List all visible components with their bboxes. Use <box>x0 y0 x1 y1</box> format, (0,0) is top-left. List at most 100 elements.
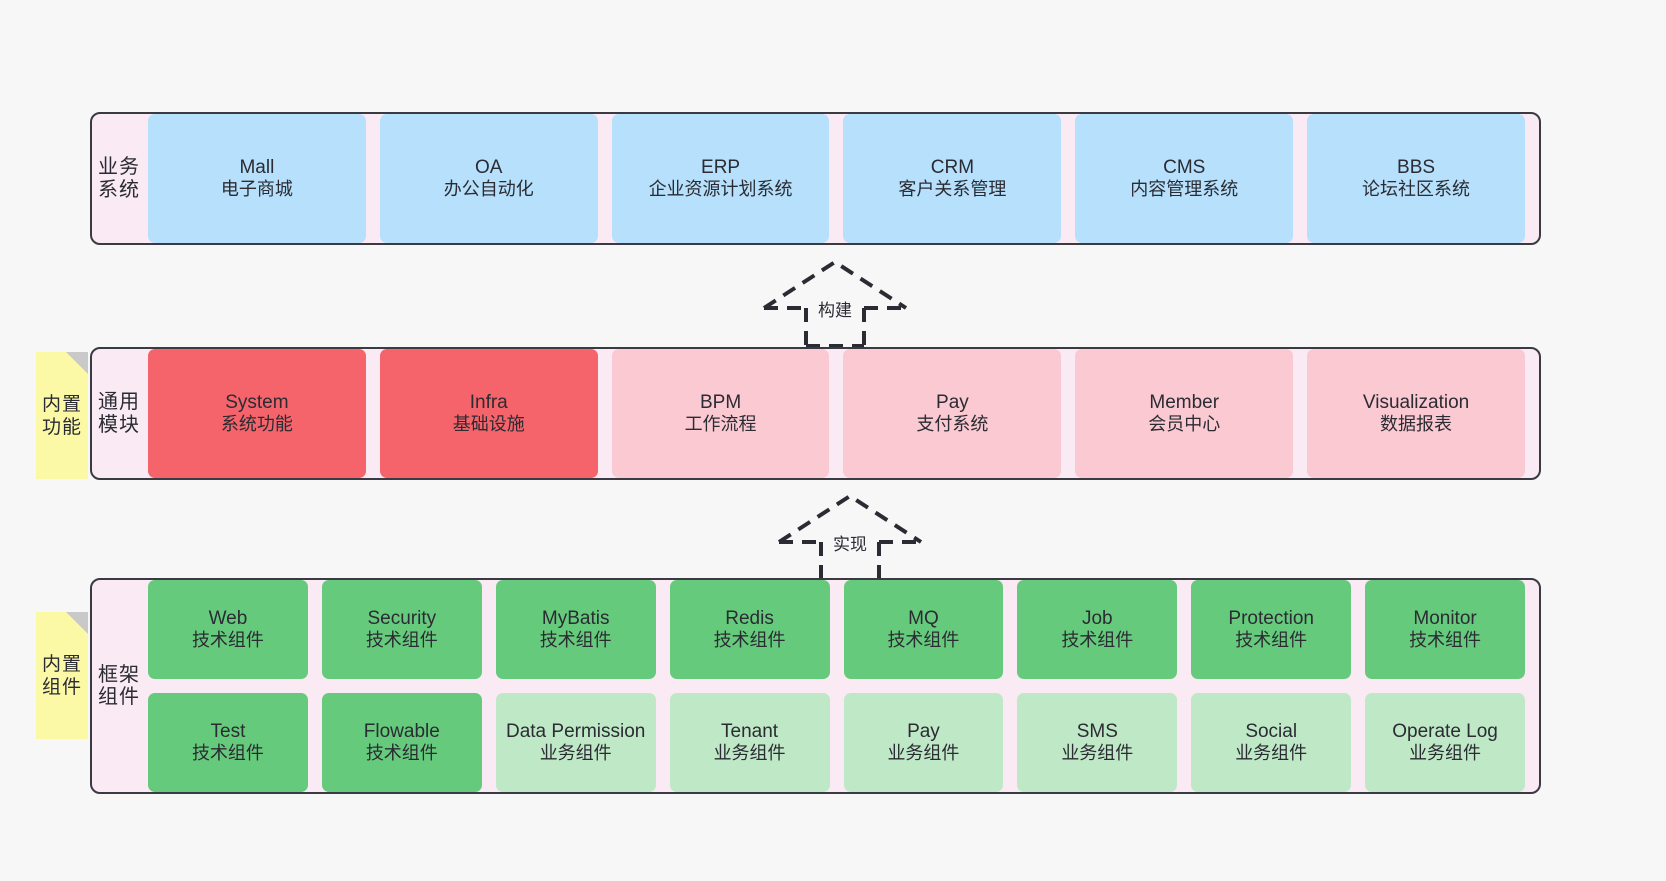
cell-system[interactable]: System 系统功能 <box>148 349 366 478</box>
cell-subtitle: 技术组件 <box>713 630 786 651</box>
layer-title-common-modules: 通用模块 <box>98 391 140 436</box>
connector-label-build: 构建 <box>818 301 852 320</box>
cell-title: Pay <box>936 391 969 413</box>
layer-framework-components: 框架组件 Web 技术组件 Security 技术组件 MyBatis 技术组件… <box>90 578 1541 794</box>
cell-title: Visualization <box>1362 391 1470 413</box>
connector-implement: 实现 <box>775 492 925 582</box>
cell-title: Tenant <box>721 720 779 742</box>
cell-oa[interactable]: OA 办公自动化 <box>379 114 598 243</box>
cell-redis[interactable]: Redis 技术组件 <box>669 580 830 679</box>
cell-subtitle: 技术组件 <box>1409 630 1482 651</box>
cell-title: BPM <box>699 391 742 413</box>
cell-title: Mall <box>239 156 275 178</box>
cell-title: System <box>225 391 289 413</box>
note-fold-corner-icon <box>66 352 88 374</box>
cell-title: Data Permission <box>505 720 646 742</box>
cell-subtitle: 业务组件 <box>1409 743 1482 764</box>
cell-bbs[interactable]: BBS 论坛社区系统 <box>1307 114 1525 243</box>
cell-subtitle: 业务组件 <box>713 743 786 764</box>
cell-title: Member <box>1149 391 1220 413</box>
cell-title: Flowable <box>363 720 440 742</box>
cell-bpm[interactable]: BPM 工作流程 <box>611 349 830 478</box>
cell-subtitle: 业务组件 <box>887 743 960 764</box>
cell-subtitle: 技术组件 <box>1061 630 1134 651</box>
cell-subtitle: 业务组件 <box>1235 743 1308 764</box>
cell-erp[interactable]: ERP 企业资源计划系统 <box>611 114 830 243</box>
cell-job[interactable]: Job 技术组件 <box>1017 580 1178 679</box>
note-label: 内置组件 <box>41 654 82 698</box>
connector-label-implement: 实现 <box>833 535 867 554</box>
cell-title: ERP <box>701 156 741 178</box>
cell-title: SMS <box>1076 720 1118 742</box>
cell-monitor[interactable]: Monitor 技术组件 <box>1365 580 1525 679</box>
cell-subtitle: 客户关系管理 <box>898 179 1007 200</box>
layer-title-framework-components: 框架组件 <box>98 663 140 708</box>
cell-pay[interactable]: Pay 支付系统 <box>843 349 1062 478</box>
cell-title: Monitor <box>1413 607 1477 629</box>
cell-title: Job <box>1081 607 1113 629</box>
cell-title: Test <box>210 720 246 742</box>
layer-business-systems: 业务系统 Mall 电子商城 OA 办公自动化 ERP 企业资源计划系统 CRM… <box>90 112 1541 245</box>
note-label: 内置功能 <box>41 394 82 438</box>
cell-sms[interactable]: SMS 业务组件 <box>1017 693 1178 792</box>
cell-row: Mall 电子商城 OA 办公自动化 ERP 企业资源计划系统 CRM 客户关系… <box>148 114 1525 243</box>
cell-subtitle: 基础设施 <box>452 414 525 435</box>
cell-title: Security <box>367 607 437 629</box>
cell-infra[interactable]: Infra 基础设施 <box>379 349 598 478</box>
cell-pay-business[interactable]: Pay 业务组件 <box>843 693 1004 792</box>
cell-title: OA <box>475 156 503 178</box>
cell-title: CRM <box>930 156 975 178</box>
cell-subtitle: 企业资源计划系统 <box>648 179 793 200</box>
cell-title: MyBatis <box>541 607 610 629</box>
cell-mall[interactable]: Mall 电子商城 <box>148 114 366 243</box>
cell-subtitle: 技术组件 <box>539 630 612 651</box>
cell-subtitle: 系统功能 <box>220 414 293 435</box>
connector-build: 构建 <box>760 258 910 348</box>
layer-common-modules: 通用模块 System 系统功能 Infra 基础设施 BPM 工作流程 Pay… <box>90 347 1541 480</box>
cell-protection[interactable]: Protection 技术组件 <box>1191 580 1352 679</box>
cell-subtitle: 论坛社区系统 <box>1362 179 1471 200</box>
cell-subtitle: 数据报表 <box>1380 414 1453 435</box>
cell-row: Web 技术组件 Security 技术组件 MyBatis 技术组件 Redi… <box>148 580 1525 679</box>
dashed-arrow-icon <box>762 259 908 348</box>
cell-title: Pay <box>907 720 940 742</box>
cell-title: MQ <box>908 607 939 629</box>
note-builtin-features: 内置功能 <box>36 352 88 479</box>
cell-subtitle: 技术组件 <box>191 630 264 651</box>
cell-subtitle: 办公自动化 <box>443 179 534 200</box>
cell-subtitle: 业务组件 <box>1061 743 1134 764</box>
cell-title: Infra <box>469 391 508 413</box>
cell-flowable[interactable]: Flowable 技术组件 <box>321 693 482 792</box>
cell-row: System 系统功能 Infra 基础设施 BPM 工作流程 Pay 支付系统… <box>148 349 1525 478</box>
note-builtin-components: 内置组件 <box>36 612 88 739</box>
cell-test[interactable]: Test 技术组件 <box>148 693 308 792</box>
cell-member[interactable]: Member 会员中心 <box>1075 349 1294 478</box>
cell-title: Operate Log <box>1392 720 1498 742</box>
cell-data-permission[interactable]: Data Permission 业务组件 <box>495 693 656 792</box>
cell-subtitle: 技术组件 <box>1235 630 1308 651</box>
cell-title: Social <box>1245 720 1298 742</box>
cell-tenant[interactable]: Tenant 业务组件 <box>669 693 830 792</box>
cell-social[interactable]: Social 业务组件 <box>1191 693 1352 792</box>
cell-subtitle: 技术组件 <box>365 743 438 764</box>
cell-subtitle: 会员中心 <box>1148 414 1221 435</box>
cell-crm[interactable]: CRM 客户关系管理 <box>843 114 1062 243</box>
cell-subtitle: 内容管理系统 <box>1130 179 1239 200</box>
cell-subtitle: 工作流程 <box>684 414 757 435</box>
cell-row: Test 技术组件 Flowable 技术组件 Data Permission … <box>148 693 1525 792</box>
layer-cells-framework-components: Web 技术组件 Security 技术组件 MyBatis 技术组件 Redi… <box>146 580 1539 792</box>
cell-cms[interactable]: CMS 内容管理系统 <box>1075 114 1294 243</box>
cell-mq[interactable]: MQ 技术组件 <box>843 580 1004 679</box>
cell-subtitle: 电子商城 <box>220 179 293 200</box>
cell-mybatis[interactable]: MyBatis 技术组件 <box>495 580 656 679</box>
cell-web[interactable]: Web 技术组件 <box>148 580 308 679</box>
cell-operate-log[interactable]: Operate Log 业务组件 <box>1365 693 1525 792</box>
cell-subtitle: 业务组件 <box>539 743 612 764</box>
note-fold-corner-icon <box>66 612 88 634</box>
cell-security[interactable]: Security 技术组件 <box>321 580 482 679</box>
cell-subtitle: 支付系统 <box>916 414 989 435</box>
cell-visualization[interactable]: Visualization 数据报表 <box>1307 349 1525 478</box>
cell-title: Protection <box>1228 607 1314 629</box>
layer-title-business-systems: 业务系统 <box>98 156 140 201</box>
